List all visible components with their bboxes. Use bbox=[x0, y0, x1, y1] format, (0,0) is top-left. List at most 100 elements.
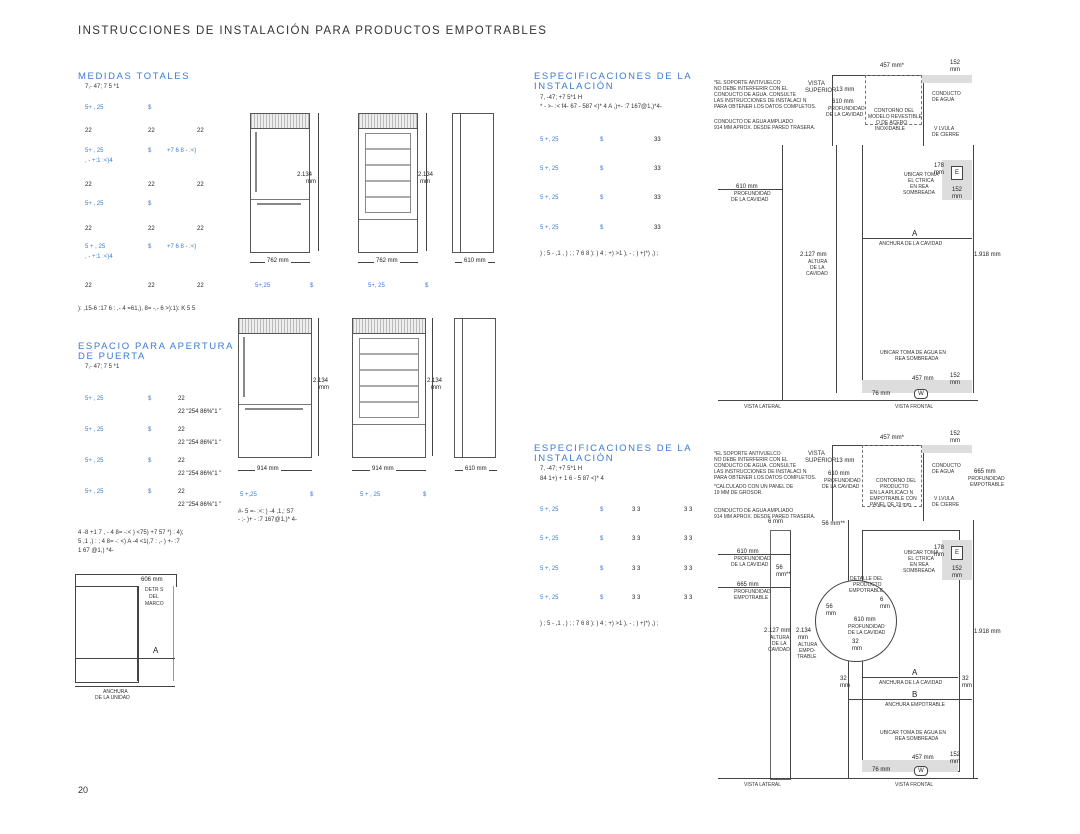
spec2-model: 5 +, 25 bbox=[540, 536, 559, 542]
d2-outlet: E bbox=[951, 546, 963, 560]
d1-d610: 610 mm bbox=[832, 99, 854, 105]
d1-conducto: CONDUCTO bbox=[932, 91, 961, 97]
d1-d76: 76 mm bbox=[872, 391, 891, 397]
model-b3: +7 6 8 - :<) bbox=[167, 148, 197, 154]
mid-lbl-a: 5+,25 bbox=[255, 283, 271, 289]
espacio-title-1: ESPACIO PARA APERTURA bbox=[78, 341, 235, 352]
d1-d178: 178 bbox=[934, 163, 945, 169]
door-model: $ bbox=[148, 396, 152, 402]
w1: 762 mm bbox=[265, 258, 291, 264]
d1-superior: SUPERIOR bbox=[805, 88, 837, 94]
d2-prof-emp2: PROFUNDIDAD bbox=[734, 589, 771, 595]
spec2-v1: 3 3 bbox=[632, 536, 641, 542]
d2-d1918: 1.918 mm bbox=[974, 629, 1001, 635]
d1-sop: LAS INSTRUCCIONES DE INSTALACI N bbox=[714, 98, 807, 104]
door-model: $ bbox=[148, 427, 152, 433]
d2-sop: LAS INSTRUCCIONES DE INSTALACI N bbox=[714, 469, 807, 475]
d2-amp: 914 MM APROX. DESDE PARED TRASERA. bbox=[714, 514, 816, 520]
spec1-model: 5 +, 25 bbox=[540, 166, 559, 172]
detail-dim-line bbox=[75, 658, 175, 659]
door-val: 22 bbox=[178, 458, 185, 464]
d2-shade bbox=[922, 445, 972, 453]
d1-d152: 152 bbox=[950, 373, 961, 379]
d2-contour bbox=[862, 445, 922, 507]
d1-sop: NO DEBE INTERFERIR CON EL bbox=[714, 86, 788, 92]
dim-line bbox=[424, 318, 433, 456]
spec2-v1: 3 3 bbox=[632, 595, 641, 601]
spec1-sub: 7, -47; +7 5*1 H bbox=[540, 95, 583, 101]
d2-alt2: ALTURA bbox=[798, 642, 818, 648]
handle bbox=[243, 337, 245, 397]
d1-dimline bbox=[718, 189, 782, 190]
fridge-side-1 bbox=[460, 113, 494, 253]
h1u: mm bbox=[306, 179, 316, 185]
d2-cont: PRODUCTO bbox=[880, 484, 909, 490]
d2-superior: SUPERIOR bbox=[805, 458, 837, 464]
d2-prof-emp: PROFUNDIDAD bbox=[968, 476, 1005, 482]
detail-dim-line2 bbox=[75, 686, 175, 687]
d2-ua: REA SOMBREADA bbox=[895, 736, 939, 742]
d1-delacav: DE LA CAVIDAD bbox=[826, 112, 864, 118]
door-note-1: 4 -8 +1 7 , - 4 8= -:< ) <75) +7 57 *) :… bbox=[78, 530, 184, 536]
door-model: $ bbox=[148, 458, 152, 464]
d2-d610: 610 mm bbox=[828, 471, 850, 477]
d1-water-outlet: W bbox=[914, 389, 928, 399]
fridge-grille bbox=[359, 114, 417, 129]
d2-mm: mm bbox=[950, 759, 960, 765]
d1-d457: 457 mm* bbox=[880, 63, 905, 69]
model-a1: 5+ , 25 bbox=[85, 105, 104, 111]
model-c2: $ bbox=[148, 201, 152, 207]
door-val: 22 bbox=[178, 396, 185, 402]
d2-valv: V LVULA bbox=[934, 496, 955, 502]
door-model: 5+ , 25 bbox=[85, 458, 104, 464]
d2-d6: 6 mm bbox=[768, 519, 783, 525]
d2-d56c: 56 bbox=[826, 604, 833, 610]
dim-line bbox=[308, 113, 319, 251]
d1-water-shade bbox=[862, 380, 972, 393]
fridge-grille bbox=[251, 114, 309, 129]
d2-det: EMPOTRABLE bbox=[849, 588, 884, 594]
fridge-side-2 bbox=[462, 318, 496, 458]
glass-shelves bbox=[359, 338, 419, 418]
handle bbox=[257, 203, 301, 205]
d2-cont: EMPOTRABLE CON bbox=[870, 496, 917, 502]
model-b1: 5+ , 25 bbox=[85, 148, 104, 154]
d2-d152c: 152 bbox=[950, 752, 961, 758]
h3: 2.134 bbox=[313, 378, 329, 384]
handle bbox=[245, 408, 303, 410]
d2-delacavc: DE LA CAVIDAD bbox=[848, 630, 886, 636]
fridge-1 bbox=[250, 113, 310, 253]
d1-ua: UBICAR TOMA DE AGUA EN bbox=[880, 350, 946, 356]
door-note-3: 1 67 @1,) *4- bbox=[78, 548, 114, 554]
d1-contour bbox=[865, 75, 922, 125]
d2-alt2: EMPO- bbox=[799, 648, 816, 654]
door-note-2: 5 ,1 ,) : ; 4 8= -: <) A -4 <1(,7 : ,- )… bbox=[78, 539, 180, 545]
spec2-sub2: 84 1+) + 1 6 - 5 87 <)* 4 bbox=[540, 476, 604, 482]
d2-mm: mm bbox=[934, 552, 944, 558]
d2-alt: ALTURA bbox=[770, 635, 790, 641]
val: 22 bbox=[197, 283, 204, 289]
mid-lbl-e: 5 +,25 bbox=[240, 492, 257, 498]
d1-ubicar: EN REA bbox=[910, 184, 929, 190]
spec2-sub: 7, -47; +7 5*1 H bbox=[540, 466, 583, 472]
d1-ubicar: SOMBREADA bbox=[903, 190, 935, 196]
glass-shelves bbox=[365, 133, 411, 213]
spec1-v: 33 bbox=[654, 137, 661, 143]
detail-panel bbox=[75, 586, 139, 683]
d2-anchura: ANCHURA DE LA CAVIDAD bbox=[879, 680, 943, 686]
fridge-glass bbox=[359, 129, 417, 220]
spec2-v2: 3 3 bbox=[684, 595, 693, 601]
val: 22 bbox=[197, 226, 204, 232]
model-b2: $ bbox=[148, 148, 152, 154]
spec2-d: $ bbox=[600, 507, 604, 513]
d2-d32: 32 bbox=[852, 639, 859, 645]
d2-d13: 13 mm bbox=[836, 458, 855, 464]
val: 22 bbox=[85, 226, 92, 232]
w5: 914 mm bbox=[370, 466, 396, 472]
d2-mmb: mm** bbox=[776, 572, 791, 578]
d2-emp2: EMPOTRABLE bbox=[734, 595, 769, 601]
h2: 2.134 bbox=[418, 172, 434, 178]
d2-profc: PROFUNDIDAD bbox=[848, 624, 885, 630]
mid-lbl-c: 5+, 25 bbox=[368, 283, 385, 289]
d2-d610b: 610 mm bbox=[737, 549, 759, 555]
